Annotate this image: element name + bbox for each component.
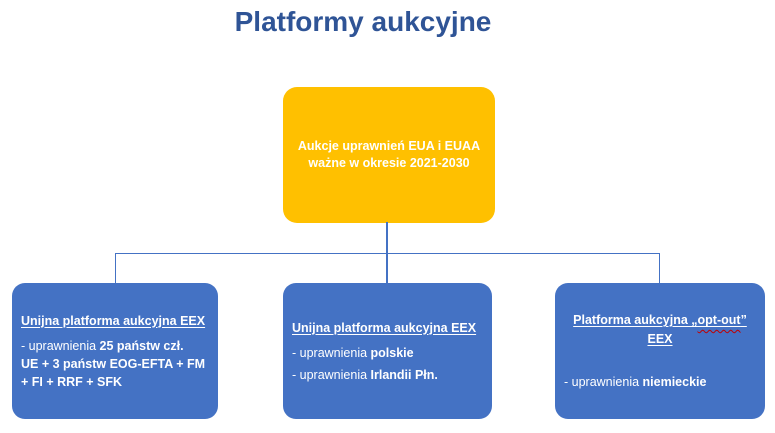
body-text-bold: niemieckie [642,375,707,389]
child-box-eu-platform-poland: Unijna platforma aukcyjna EEX - uprawnie… [283,283,492,419]
child-box-title-line2: EEX [564,330,756,349]
root-box-text-line1: Aukcje uprawnień EUA i EUAA [297,139,481,153]
connector-drop-left [114,253,116,284]
child-box-body: - uprawnienia 25 państw czł. UE + 3 pańs… [21,337,209,391]
connector-drop-middle [386,253,388,284]
child-box-opt-out-platform: Platforma aukcyjna „opt-out” EEX - upraw… [555,283,765,419]
body-text-bold: polskie [370,345,414,360]
body-line: + FI + RRF + SFK [21,373,209,391]
connector-stem [386,222,388,253]
body-line: - uprawnienia polskie [292,344,483,362]
body-text-normal: - uprawnienia [292,367,371,382]
child-box-title-text: Unijna platforma aukcyjna EEX [292,320,477,335]
body-line: - uprawnienia niemieckie [564,373,756,391]
body-text-bold: UE + 3 państw EOG-EFTA + FM [21,356,206,371]
body-text-bold: 25 państw czł. [99,338,184,353]
body-text-normal: - uprawnienia [292,345,371,360]
body-text-bold: + FI + RRF + SFK [21,374,123,389]
title-text-post-segment: ” [740,313,747,327]
title-text-pre: Platforma aukcyjna „opt-out” [573,313,747,327]
child-box-title-text: Unijna platforma aukcyjna EEX [21,313,206,328]
connector-drop-right [658,253,660,284]
child-box-body: - uprawnienia polskie - uprawnienia Irla… [292,344,483,384]
page-title: Platformy aukcyjne [234,6,492,37]
title-text-pre-segment: Platforma aukcyjna „ [573,313,698,327]
child-box-title-line1: Platforma aukcyjna „opt-out” [564,311,756,330]
child-box-title: Platforma aukcyjna „opt-out” EEX [564,311,756,349]
child-box-eu-platform-main: Unijna platforma aukcyjna EEX - uprawnie… [12,283,218,419]
child-box-title: Unijna platforma aukcyjna EEX [21,312,209,330]
root-box-auctions: Aukcje uprawnień EUA i EUAA ważne w okre… [283,87,495,223]
title-text-misspelled-word: opt-out [697,313,741,327]
body-text-normal: - uprawnienia [564,375,643,389]
body-line: - uprawnienia Irlandii Płn. [292,366,483,384]
title-text-line2: EEX [647,332,673,346]
body-line: UE + 3 państw EOG-EFTA + FM [21,355,209,373]
body-text-normal: - uprawnienia [21,338,100,353]
root-box-text-line2: ważne w okresie 2021-2030 [308,156,470,170]
body-text-bold: Irlandii Płn. [370,367,438,382]
child-box-body: - uprawnienia niemieckie [564,373,756,391]
child-box-title: Unijna platforma aukcyjna EEX [292,319,483,337]
body-line: - uprawnienia 25 państw czł. [21,337,209,355]
